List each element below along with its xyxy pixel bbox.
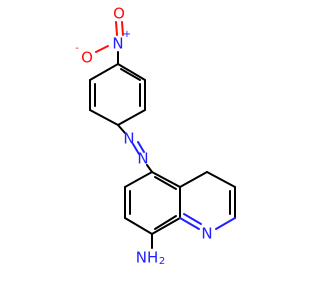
- quinoline-benzo-ring: [124, 170, 181, 236]
- bond-azo-double-a: [132, 143, 140, 155]
- pyridine-bond-2: [206, 171, 236, 188]
- molecule-canvas: O O - N + N N N NH 2: [75, 5, 236, 267]
- amine-subscript-label: 2: [159, 256, 165, 267]
- bond-n-o-double-a: [115, 21, 118, 36]
- pyridine-bond-4: [215, 217, 236, 230]
- bond-azo-double-b: [137, 141, 145, 153]
- nitro-charge-label: +: [123, 29, 131, 40]
- oxygen-left-label: O: [81, 49, 93, 67]
- oxygen-charge-label: -: [75, 43, 79, 54]
- azo-nitrogen-2-label: N: [137, 150, 148, 168]
- ring-nitrogen-label: N: [201, 225, 212, 243]
- nitro-nitrogen-label: N: [112, 35, 123, 53]
- azo-nitrogen-1-label: N: [123, 130, 134, 148]
- benzene-ring: [89, 62, 146, 127]
- amine-label: NH: [136, 249, 159, 267]
- pyridine-double-2: [183, 213, 202, 225]
- quinoline-double-2: [154, 176, 177, 190]
- pyridine-bond-5: [179, 217, 200, 230]
- structure-diagram: O O - N + N N N NH 2: [75, 5, 236, 267]
- bond-n-o-double-b: [121, 21, 124, 36]
- pyridine-bond-1: [179, 171, 208, 188]
- bond-n-o-single: [95, 45, 109, 53]
- quinoline-double-3: [154, 215, 177, 230]
- benzene-double-3: [120, 68, 141, 81]
- bond-azo-quinoline: [146, 164, 153, 173]
- bond-ring-azo: [117, 124, 126, 134]
- oxygen-top-label: O: [113, 5, 125, 23]
